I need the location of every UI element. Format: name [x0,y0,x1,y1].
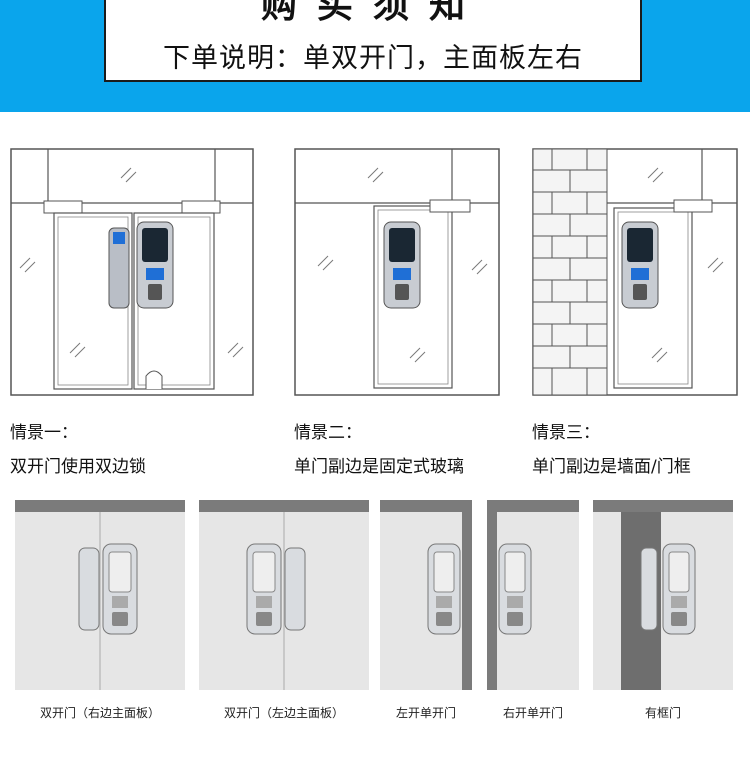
door-type-panel-4[interactable] [487,500,579,690]
framed-door-illustration [593,500,733,690]
door-type-panel-3[interactable] [380,500,472,690]
scenario-3-diagram [532,148,738,396]
banner-title: 购买须知 [260,0,485,26]
scenario-2-heading: 情景二： [294,423,362,443]
door-type-label-3: 左开单开门 [395,706,456,720]
door-type-panel-5[interactable] [593,500,733,690]
scenario-2-description: 单门副边是固定式玻璃 [294,457,464,477]
door-type-panel-2[interactable] [199,500,369,690]
right-open-single-door-illustration [487,500,579,690]
scenario-3-description: 单门副边是墙面/门框 [532,457,691,477]
single-door-wall-illustration [532,148,738,396]
banner-box: 购买须知 下单说明：单双开门，主面板左右 [104,0,642,82]
scenario-2-diagram [294,148,500,396]
door-type-label-5: 有框门 [644,706,681,720]
door-type-label-2: 双开门（左边主面板） [223,706,344,720]
double-door-illustration [10,148,254,396]
scenario-1-heading: 情景一： [10,423,78,443]
left-open-single-door-illustration [380,500,472,690]
door-type-label-4: 右开单开门 [502,706,563,720]
banner-subtitle: 下单说明：单双开门，主面板左右 [163,43,583,74]
door-type-label-1: 双开门（右边主面板） [39,706,160,720]
double-door-right-main-illustration [15,500,185,690]
scenario-3-heading: 情景三： [532,423,600,443]
double-door-left-main-illustration [199,500,369,690]
header-banner: 购买须知 下单说明：单双开门，主面板左右 [0,0,750,112]
single-door-glass-illustration [294,148,500,396]
door-type-panel-1[interactable] [15,500,185,690]
scenario-1-diagram [10,148,254,396]
scenario-1-description: 双开门使用双边锁 [10,457,146,477]
